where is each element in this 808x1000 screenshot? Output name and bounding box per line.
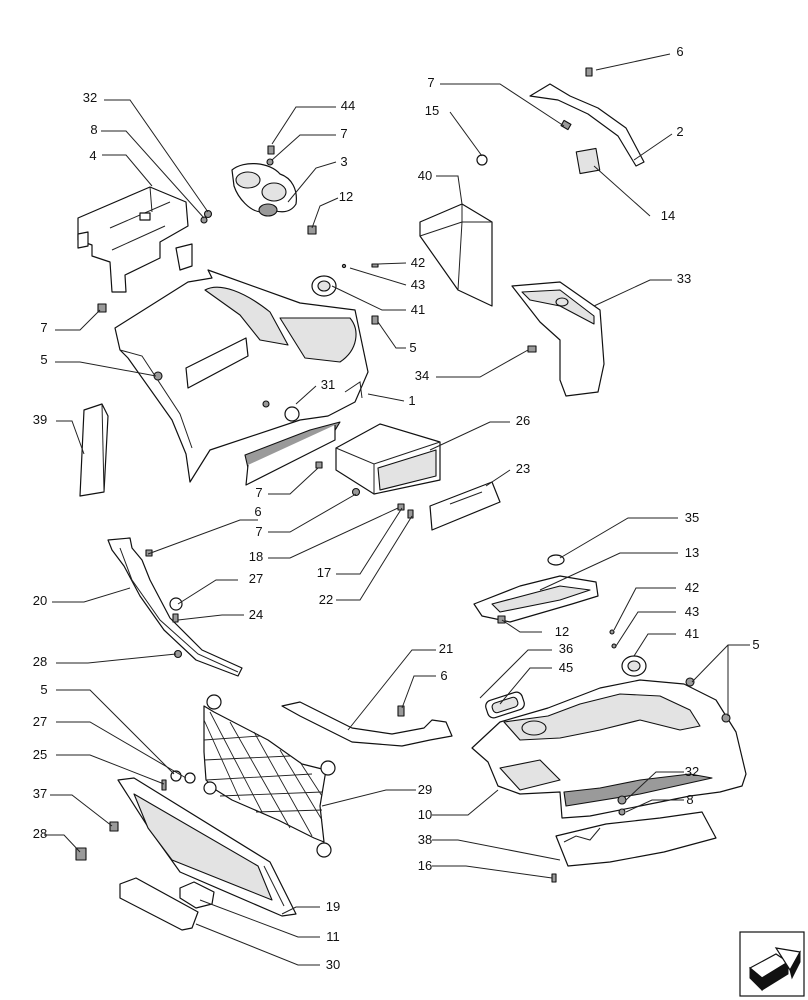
callout-35: 35	[685, 510, 699, 525]
callout-21: 21	[439, 641, 453, 656]
callout-40: 40	[418, 168, 432, 183]
callout-34: 34	[415, 368, 429, 383]
callout-32: 32	[685, 764, 699, 779]
part-trim-21	[281, 701, 453, 747]
part-speaker-41b	[621, 655, 647, 677]
callout-4: 4	[89, 148, 96, 163]
callout-5: 5	[40, 352, 47, 367]
callout-10: 10	[418, 807, 432, 822]
part-long-trim	[107, 537, 243, 677]
callout-38: 38	[418, 832, 432, 847]
part-block-40	[419, 203, 493, 307]
callout-11: 11	[326, 929, 340, 944]
part-block-30	[119, 877, 199, 931]
part-cup-holder	[231, 163, 297, 217]
callout-20: 20	[33, 593, 47, 608]
callout-5: 5	[752, 637, 759, 652]
part-block-11	[179, 881, 215, 909]
callout-19: 19	[326, 899, 340, 914]
part-trim-panel	[471, 679, 747, 819]
next-page-button[interactable]	[739, 931, 805, 997]
callout-8: 8	[686, 792, 693, 807]
callout-7: 7	[40, 320, 47, 335]
part-storage-box	[335, 423, 441, 495]
callout-44: 44	[341, 98, 355, 113]
callout-labels: 6 7 2 15 14 32 44 7 8 3 4 12 40 42 43 33…	[33, 44, 760, 972]
callout-13: 13	[685, 545, 699, 560]
callout-6: 6	[254, 504, 261, 519]
callout-41: 41	[685, 626, 699, 641]
callout-28: 28	[33, 654, 47, 669]
callout-12: 12	[555, 624, 569, 639]
fasteners	[75, 67, 731, 883]
callout-26: 26	[516, 413, 530, 428]
part-bracket-38	[555, 811, 717, 867]
callout-18: 18	[249, 549, 263, 564]
part-bracket	[77, 186, 193, 293]
callout-41: 41	[411, 302, 425, 317]
callout-7: 7	[255, 485, 262, 500]
callout-7: 7	[255, 524, 262, 539]
callout-45: 45	[559, 660, 573, 675]
part-drawings	[75, 67, 747, 931]
callout-42: 42	[411, 255, 425, 270]
callout-43: 43	[685, 604, 699, 619]
callout-6: 6	[676, 44, 683, 59]
callout-22: 22	[319, 592, 333, 607]
part-frame	[117, 777, 297, 917]
callout-5: 5	[40, 682, 47, 697]
callout-33: 33	[677, 271, 691, 286]
callout-23: 23	[516, 461, 530, 476]
part-tray	[473, 554, 599, 623]
callout-30: 30	[326, 957, 340, 972]
part-trim-strip	[529, 83, 645, 175]
callout-25: 25	[33, 747, 47, 762]
part-block-39	[79, 403, 109, 497]
callout-12: 12	[339, 189, 353, 204]
callout-3: 3	[340, 154, 347, 169]
callout-27: 27	[33, 714, 47, 729]
callout-15: 15	[425, 103, 439, 118]
callout-17: 17	[317, 565, 331, 580]
callout-8: 8	[90, 122, 97, 137]
callout-28: 28	[33, 826, 47, 841]
part-console	[114, 269, 369, 486]
leader-lines	[44, 53, 750, 966]
callout-5: 5	[409, 340, 416, 355]
callout-32: 32	[83, 90, 97, 105]
callout-42: 42	[685, 580, 699, 595]
callout-2: 2	[676, 124, 683, 139]
callout-24: 24	[249, 607, 263, 622]
next-page-arrow-icon	[748, 947, 801, 992]
callout-43: 43	[411, 277, 425, 292]
callout-29: 29	[418, 782, 432, 797]
callout-37: 37	[33, 786, 47, 801]
callout-16: 16	[418, 858, 432, 873]
callout-39: 39	[33, 412, 47, 427]
callout-14: 14	[661, 208, 675, 223]
callout-36: 36	[559, 641, 573, 656]
part-lid	[429, 481, 501, 531]
part-cargo-net	[203, 694, 336, 858]
callout-31: 31	[321, 377, 335, 392]
callout-7: 7	[427, 75, 434, 90]
part-side-panel-33	[511, 281, 605, 397]
part-bezel	[485, 691, 525, 719]
callout-7: 7	[340, 126, 347, 141]
callout-6: 6	[440, 668, 447, 683]
callout-27: 27	[249, 571, 263, 586]
part-speaker-41a	[311, 275, 337, 297]
callout-1: 1	[408, 393, 415, 408]
